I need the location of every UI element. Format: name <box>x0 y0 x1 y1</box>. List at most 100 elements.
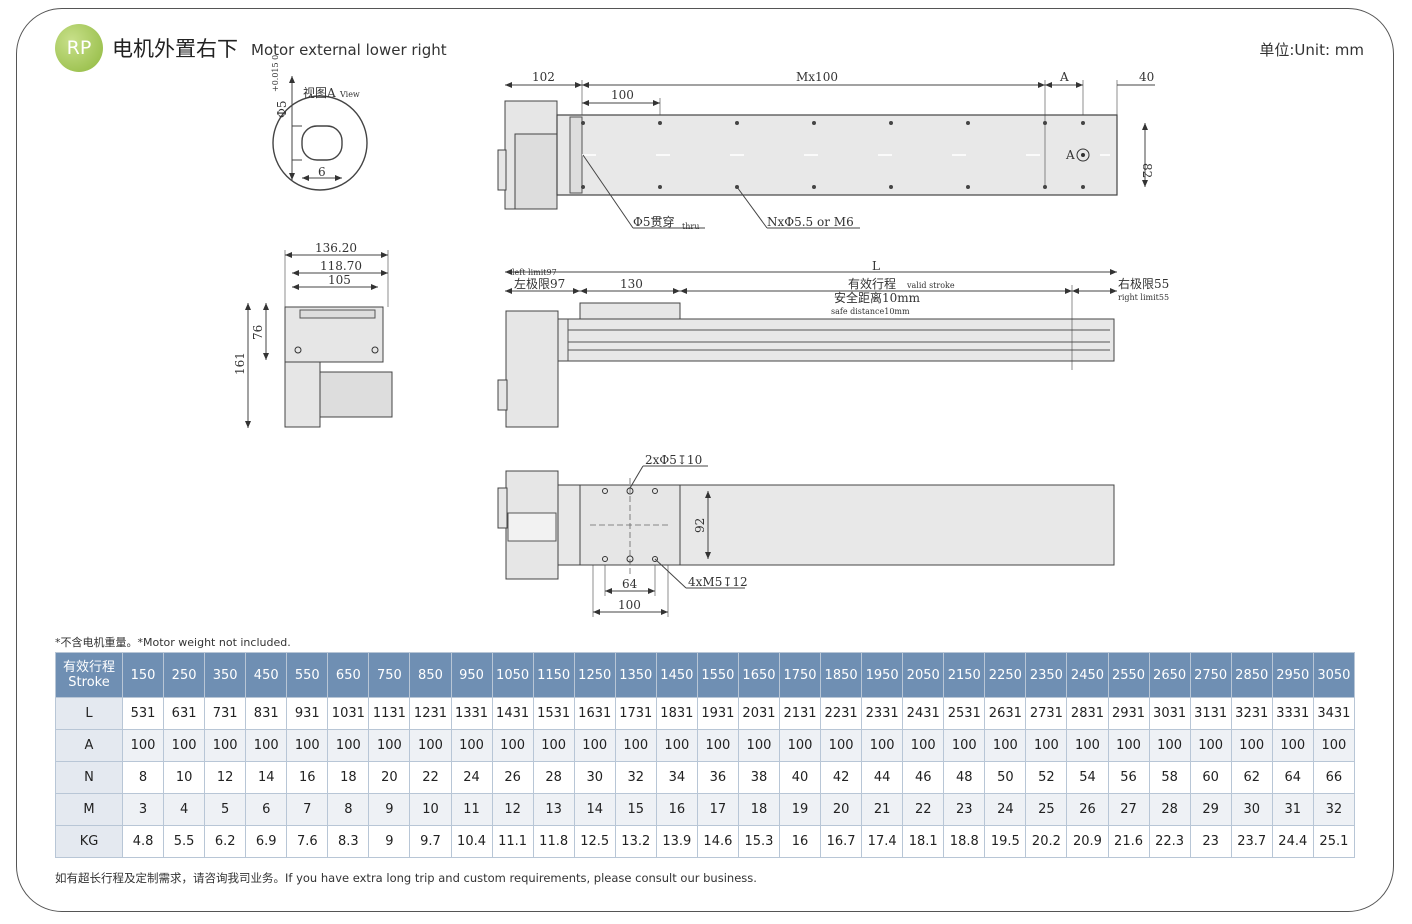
table-cell: 23.7 <box>1230 825 1273 858</box>
table-cell: 28 <box>532 761 575 794</box>
phi5-dim: Φ5 <box>275 101 289 118</box>
table-cell: 17 <box>696 793 739 826</box>
dim-40: 40 <box>1139 70 1154 84</box>
table-cell: 32 <box>1312 793 1356 826</box>
technical-drawing: 视图A View Φ5 +0.015 0 6 A <box>233 55 1169 617</box>
table-cell: 2531 <box>943 697 986 730</box>
table-cell: 11 <box>450 793 493 826</box>
table-cell: 4.8 <box>121 825 165 858</box>
table-cell: 30 <box>573 761 616 794</box>
table-cell: 831 <box>245 697 288 730</box>
table-cell: 13.9 <box>655 825 698 858</box>
table-cell: 100 <box>491 729 534 762</box>
stroke-cell: 2650 <box>1148 652 1191 698</box>
view-a: 视图A View Φ5 +0.015 0 6 <box>271 55 368 191</box>
table-cell: 11.1 <box>491 825 534 858</box>
table-cell: 12.5 <box>573 825 616 858</box>
table-cell: 26 <box>491 761 534 794</box>
table-cell: 100 <box>614 729 657 762</box>
dim-100: 100 <box>611 88 634 102</box>
stroke-cell: 2050 <box>902 652 945 698</box>
stroke-cell: 1450 <box>655 652 698 698</box>
right-limit-en: right limit55 <box>1118 293 1169 302</box>
table-cell: 40 <box>778 761 822 794</box>
table-cell: 100 <box>1066 729 1109 762</box>
table-cell: 11.8 <box>532 825 575 858</box>
row-label: M <box>55 793 123 826</box>
table-cell: 21.6 <box>1107 825 1150 858</box>
stroke-cell: 1250 <box>573 652 616 698</box>
table-cell: 8.3 <box>327 825 370 858</box>
left-limit-cn: 左极限97 <box>514 276 565 291</box>
stroke-cell: 750 <box>368 652 411 698</box>
table-cell: 22 <box>409 761 452 794</box>
table-cell: 20.2 <box>1025 825 1068 858</box>
table-cell: 100 <box>450 729 493 762</box>
table-cell: 22 <box>902 793 945 826</box>
table-cell: 26 <box>1066 793 1109 826</box>
table-cell: 731 <box>204 697 247 730</box>
table-cell: 100 <box>1189 729 1232 762</box>
table-cell: 23 <box>943 793 986 826</box>
table-cell: 2831 <box>1066 697 1109 730</box>
dim-76: 76 <box>251 325 265 340</box>
table-cell: 531 <box>121 697 165 730</box>
table-cell: 46 <box>902 761 945 794</box>
dim-mx100: Mx100 <box>796 70 838 84</box>
stroke-cell: 2550 <box>1107 652 1150 698</box>
phi5-tolerance: +0.015 0 <box>271 55 280 92</box>
table-cell: 2031 <box>737 697 781 730</box>
top-view: A 102 Mx100 A 40 100 82 Φ5贯穿 thru NxΦ5.5… <box>497 70 1155 231</box>
safe-distance-en: safe distance10mm <box>831 307 910 316</box>
table-cell: 8 <box>121 761 165 794</box>
table-cell: 38 <box>737 761 781 794</box>
table-cell: 100 <box>778 729 822 762</box>
stroke-cell: 1950 <box>861 652 904 698</box>
page-frame <box>16 8 1394 912</box>
table-cell: 66 <box>1312 761 1356 794</box>
dim-130: 130 <box>620 277 643 291</box>
table-cell: 3331 <box>1271 697 1314 730</box>
table-cell: 24 <box>984 793 1027 826</box>
table-cell: 29 <box>1189 793 1232 826</box>
table-cell: 20 <box>820 793 863 826</box>
table-cell: 16 <box>286 761 329 794</box>
table-cell: 14 <box>573 793 616 826</box>
table-cell: 100 <box>861 729 904 762</box>
bottom-holes-label: 2xΦ5↧10 <box>645 453 702 467</box>
table-cell: 100 <box>1271 729 1314 762</box>
table-cell: 931 <box>286 697 329 730</box>
table-cell: 14.6 <box>696 825 739 858</box>
table-cell: 2231 <box>820 697 863 730</box>
table-cell: 34 <box>655 761 698 794</box>
dim-161: 161 <box>233 352 247 375</box>
stroke-cell: 250 <box>163 652 206 698</box>
table-cell: 100 <box>286 729 329 762</box>
table-cell: 21 <box>861 793 904 826</box>
holes-label: NxΦ5.5 or M6 <box>767 215 854 229</box>
table-cell: 7 <box>286 793 329 826</box>
valid-stroke-en: valid stroke <box>906 281 955 290</box>
view-a-sub: View <box>339 90 360 99</box>
table-cell: 1731 <box>614 697 657 730</box>
table-cell: 6.9 <box>245 825 288 858</box>
table-cell: 100 <box>163 729 206 762</box>
bottom-m5-label: 4xM5↧12 <box>688 575 748 589</box>
stroke-cell: 550 <box>286 652 329 698</box>
table-cell: 4 <box>163 793 206 826</box>
dim-136: 136.20 <box>315 241 357 255</box>
title-en: Motor external lower right <box>251 41 447 59</box>
table-cell: 100 <box>573 729 616 762</box>
table-cell: 20 <box>368 761 411 794</box>
table-cell: 1931 <box>696 697 739 730</box>
table-cell: 100 <box>121 729 165 762</box>
dim-64: 64 <box>622 577 638 591</box>
table-cell: 25.1 <box>1312 825 1356 858</box>
dim-6: 6 <box>318 165 326 179</box>
model-badge: RP <box>55 24 103 72</box>
table-cell: 20.9 <box>1066 825 1109 858</box>
table-cell: 100 <box>696 729 739 762</box>
table-cell: 22.3 <box>1148 825 1191 858</box>
